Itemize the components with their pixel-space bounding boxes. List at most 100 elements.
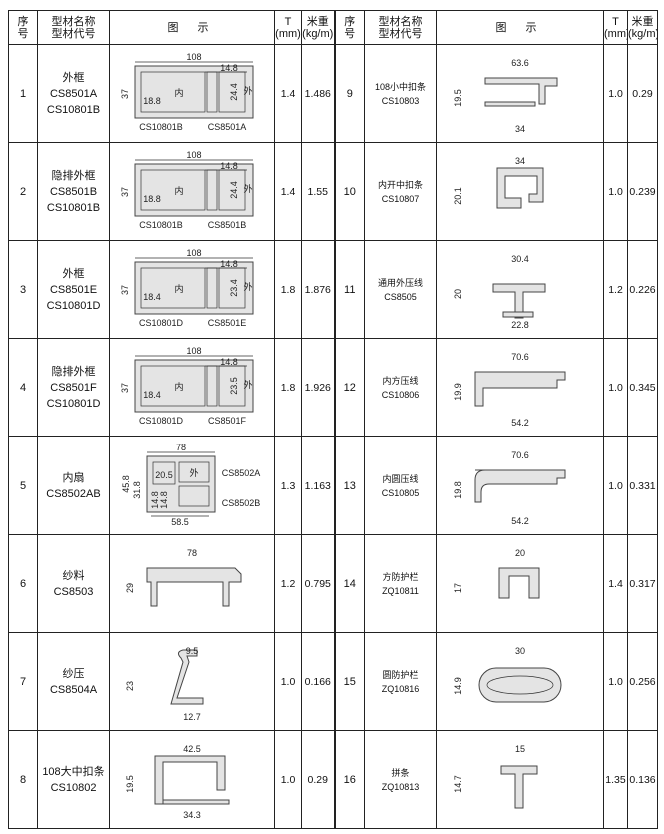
profile-name: 通用外压线 bbox=[377, 277, 423, 288]
dim-width: 108 bbox=[186, 150, 201, 160]
code-left: CS10801D bbox=[139, 416, 184, 426]
row-number: 7 bbox=[8, 632, 38, 731]
code-left: CS10801D bbox=[139, 318, 184, 328]
outer-label: 外 bbox=[243, 379, 252, 390]
dim-side: 19.8 bbox=[453, 481, 463, 499]
thickness-value: 1.8 bbox=[274, 338, 302, 437]
dim-a: 18.4 bbox=[143, 390, 161, 400]
dim-width: 108 bbox=[186, 52, 201, 62]
dim-h1: 45.8 bbox=[121, 475, 131, 493]
profile-name-cell: 隐排外框 CS8501B CS10801B bbox=[37, 142, 110, 241]
thickness-value-right: 1.0 bbox=[603, 44, 628, 143]
dim-a: 20.5 bbox=[155, 470, 173, 480]
dim-mid: 14.8 bbox=[220, 357, 238, 367]
profile-drawing: 63.619.534 bbox=[453, 58, 558, 134]
profile-name: 隐排外框 bbox=[51, 169, 96, 182]
figure-header-right: 图 示 bbox=[436, 10, 604, 45]
dim-mid: 14.8 bbox=[220, 161, 238, 171]
weight-value-right: 0.345 bbox=[627, 338, 658, 437]
inner-label: 内 bbox=[174, 87, 183, 98]
thickness-value: 1.2 bbox=[274, 534, 302, 633]
header-row: 序号 型材名称型材代号 图 示 T(mm) 米重(kg/m) 序号 型材名称型材… bbox=[8, 10, 658, 45]
weight-value-right: 0.29 bbox=[627, 44, 658, 143]
profile-drawing: 70.619.954.2 bbox=[453, 352, 566, 428]
inner-label: 内 bbox=[174, 283, 183, 294]
profile-code: CS8501B bbox=[49, 185, 98, 198]
dim-side: 37 bbox=[120, 88, 130, 98]
dim-side: 20 bbox=[453, 288, 463, 298]
dim-width: 78 bbox=[176, 444, 186, 452]
profile-spec-sheet: 序号 型材名称型材代号 图 示 T(mm) 米重(kg/m) 序号 型材名称型材… bbox=[8, 10, 658, 829]
dim-top: 20 bbox=[515, 548, 525, 558]
dim-b: 23.4 bbox=[229, 279, 239, 297]
weight-value-right: 0.256 bbox=[627, 632, 658, 731]
dim-top: 63.6 bbox=[511, 58, 529, 68]
row-number-right: 14 bbox=[333, 534, 365, 633]
profile-code: CS10807 bbox=[381, 193, 420, 204]
dim-b: 23.5 bbox=[229, 377, 239, 395]
figure-cell: 42.5 19.5 34.3 bbox=[109, 730, 275, 829]
dim-top: 42.5 bbox=[183, 744, 201, 754]
row-number-right: 11 bbox=[333, 240, 365, 339]
dim-bottom: 34 bbox=[515, 124, 525, 134]
profile-name-cell: 内方压线 CS10806 bbox=[364, 338, 437, 437]
dim-bottom: 34.3 bbox=[183, 810, 201, 820]
profile-code: CS10801B bbox=[46, 201, 101, 214]
profile-code: CS8505 bbox=[384, 291, 417, 302]
dim-top: 9.5 bbox=[186, 646, 199, 656]
seq-header: 序号 bbox=[8, 10, 38, 45]
row-number: 2 bbox=[8, 142, 38, 241]
dim-a: 18.4 bbox=[143, 292, 161, 302]
weight-value-right: 0.226 bbox=[627, 240, 658, 339]
dim-c: 14.8 bbox=[159, 491, 169, 509]
profile-code: CS10805 bbox=[381, 487, 420, 498]
thickness-value-right: 1.0 bbox=[603, 632, 628, 731]
dim-top: 30.4 bbox=[511, 254, 529, 264]
profile-code: CS10806 bbox=[381, 389, 420, 400]
profile-name: 隐排外框 bbox=[51, 365, 96, 378]
profile-name: 外框 bbox=[62, 267, 85, 280]
inner-label: 内 bbox=[174, 185, 183, 196]
code-left: CS10801B bbox=[139, 220, 183, 230]
thickness-header: T(mm) bbox=[274, 10, 302, 45]
weight-value: 0.166 bbox=[301, 632, 335, 731]
profile-name: 内方压线 bbox=[382, 375, 419, 386]
thickness-value-right: 1.0 bbox=[603, 142, 628, 241]
profile-code: ZQ10811 bbox=[382, 585, 419, 596]
profile-code: CS10801B bbox=[46, 103, 101, 116]
outer-label: 外 bbox=[243, 281, 252, 292]
dim-side: 19.9 bbox=[453, 383, 463, 401]
weight-value: 1.876 bbox=[301, 240, 335, 339]
thickness-header-right: T(mm) bbox=[603, 10, 628, 45]
dim-side: 19.5 bbox=[125, 775, 135, 793]
dim-b: 24.4 bbox=[229, 181, 239, 199]
weight-value-right: 0.239 bbox=[627, 142, 658, 241]
code-right: CS8501E bbox=[208, 318, 247, 328]
row-number: 4 bbox=[8, 338, 38, 437]
profile-code: ZQ10816 bbox=[381, 683, 420, 694]
dim-side: 20.1 bbox=[453, 187, 463, 205]
profile-name: 108大中扣条 bbox=[42, 765, 105, 778]
thickness-value-right: 1.2 bbox=[603, 240, 628, 339]
profile-drawing: 42.5 19.5 34.3 bbox=[125, 744, 230, 820]
weight-value: 1.486 bbox=[301, 44, 335, 143]
row-number: 5 bbox=[8, 436, 38, 535]
thickness-value-right: 1.0 bbox=[603, 338, 628, 437]
thickness-value: 1.0 bbox=[274, 632, 302, 731]
dim-bottom: 54.2 bbox=[511, 516, 529, 526]
